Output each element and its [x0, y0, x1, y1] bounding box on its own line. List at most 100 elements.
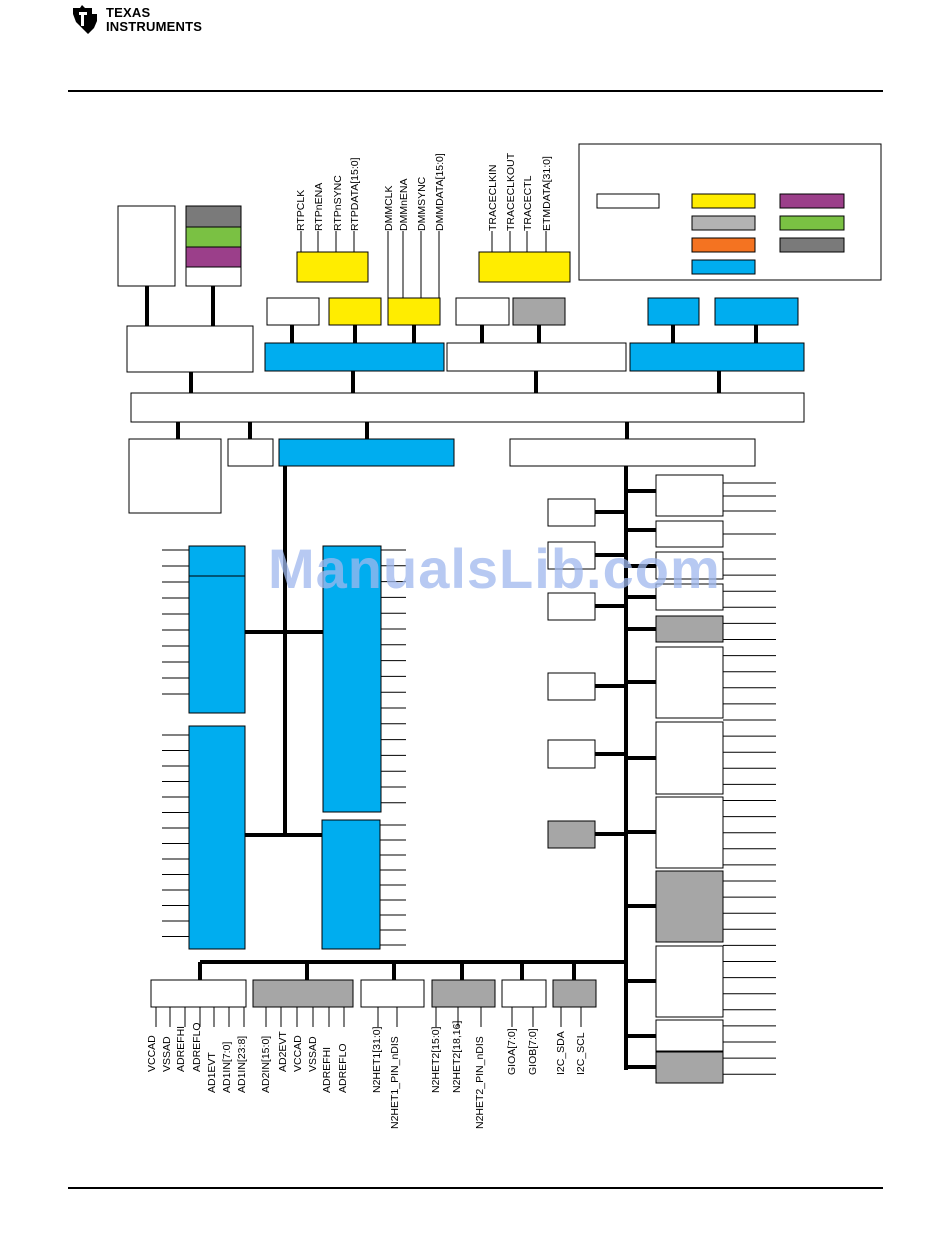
legend-swatch-yellow [691, 193, 756, 209]
rtp-pin-block [296, 251, 369, 283]
watermark: ManualsLib.com [268, 537, 721, 600]
adc1-label-ad1in-7-0: AD1IN[7:0] [221, 1041, 233, 1093]
etm-label-ctl: TRACECTL [522, 175, 534, 231]
memory-stack-gray [185, 205, 242, 228]
bridge-right [629, 342, 805, 372]
adc1-label-ad1evt: AD1EVT [206, 1052, 218, 1093]
i2c-pin-block [552, 979, 597, 1008]
right-block-6 [655, 646, 724, 719]
i2c-label-sda: I2C_SDA [555, 1031, 567, 1075]
ti-logo [70, 4, 230, 40]
right-block-3 [655, 551, 724, 580]
memory-stack-white [185, 266, 242, 287]
het1-pin-block [360, 979, 425, 1008]
legend-swatch-white [596, 193, 660, 209]
adc2-label-ad2in: AD2IN[15:0] [260, 1035, 272, 1093]
peripheral-bus-bridge [509, 438, 756, 467]
small-block [227, 438, 274, 467]
het2-label-18-16: N2HET2[18,16] [451, 1020, 463, 1093]
gio-label-b: GIOB[7:0] [527, 1028, 539, 1075]
dmm-block [387, 297, 441, 326]
adc1-label-adrefhi: ADREFHI [175, 1025, 187, 1072]
dmm-label-data: DMMDATA[15:0] [434, 153, 446, 231]
adc2-block [188, 725, 246, 950]
right-block-8 [655, 796, 724, 869]
right-block-12 [655, 1051, 724, 1084]
legend-box [578, 143, 882, 281]
right-block-7 [655, 721, 724, 795]
brand-name: TEXAS INSTRUMENTS [106, 6, 202, 34]
etm-label-clkout: TRACECLKOUT [505, 152, 517, 231]
adc1-label-adreflo: ADREFLO [191, 1022, 203, 1072]
footer-rule [68, 1187, 883, 1189]
brand-line-1: TEXAS [106, 5, 151, 20]
adc2-label-vccad: VCCAD [292, 1035, 304, 1072]
adc1-label-vccad: VCCAD [146, 1035, 158, 1072]
rtp-label-clk: RTPCLK [295, 189, 307, 231]
peripheral-block-2 [455, 297, 510, 326]
legend-swatch-dark-gray [779, 237, 845, 253]
het2-pin-block [431, 979, 496, 1008]
mid-block-5 [547, 739, 596, 769]
adc2-label-adrefhi: ADREFHI [321, 1046, 333, 1093]
legend-swatch-orange [691, 237, 756, 253]
etm-label-data: ETMDATA[31:0] [541, 156, 553, 231]
dmm-label-clk: DMMCLK [383, 185, 395, 231]
peripheral-block-1 [266, 297, 320, 326]
i2c-label-scl: I2C_SCL [575, 1032, 587, 1075]
memory-stack-purple [185, 246, 242, 268]
ram-block [128, 438, 222, 514]
right-block-1 [655, 474, 724, 517]
adc1-block-top [188, 545, 246, 577]
mid-block-3 [547, 592, 596, 621]
adc2-label-vssad: VSSAD [307, 1036, 319, 1072]
etm-block [512, 297, 566, 326]
dmm-label-nena: DMMnENA [398, 178, 410, 231]
adc1-block [188, 575, 246, 714]
legend-swatch-blue [691, 259, 756, 275]
rtp-label-nsync: RTPnSYNC [332, 175, 344, 231]
adc2-pin-block [252, 979, 354, 1008]
peripheral-block-3 [647, 297, 700, 326]
etm-pin-block [478, 251, 571, 283]
gio-label-a: GIOA[7:0] [506, 1028, 518, 1075]
het2-label-pins: N2HET2[15:0] [430, 1026, 442, 1093]
right-block-11 [655, 1019, 724, 1052]
rtp-block [328, 297, 382, 326]
bridge-left [264, 342, 445, 372]
adc1-label-ad1in-23-8: AD1IN[23:8] [236, 1035, 248, 1093]
het2-label-ndis: N2HET2_PIN_nDIS [474, 1036, 486, 1129]
gio-pin-block [501, 979, 547, 1008]
het1-block [322, 545, 382, 813]
signal-lines [155, 231, 776, 1075]
mid-block-6 [547, 820, 596, 849]
bridge-middle [446, 342, 627, 372]
main-interconnect [130, 392, 805, 423]
header-rule [68, 90, 883, 92]
right-block-5 [655, 615, 724, 643]
legend-swatch-purple [779, 193, 845, 209]
rtp-label-nena: RTPnENA [313, 182, 325, 231]
memory-stack-green [185, 226, 242, 248]
etm-label-clkin: TRACECLKIN [487, 164, 499, 231]
right-block-2 [655, 520, 724, 548]
adc2-label-adreflo: ADREFLO [337, 1043, 349, 1093]
het1-label-ndis: N2HET1_PIN_nDIS [389, 1036, 401, 1129]
brand-line-2: INSTRUMENTS [106, 19, 203, 34]
adc1-label-vssad: VSSAD [161, 1036, 173, 1072]
adc1-pin-block [150, 979, 247, 1008]
adc2-label-ad2evt: AD2EVT [277, 1031, 289, 1072]
mid-block-1 [547, 498, 596, 527]
legend-swatch-gray [691, 215, 756, 231]
right-block-4 [655, 583, 724, 611]
peripheral-block-4 [714, 297, 799, 326]
right-block-10 [655, 945, 724, 1018]
het1-label-pins: N2HET1[31:0] [371, 1026, 383, 1093]
right-block-9 [655, 870, 724, 943]
dmm-label-sync: DMMSYNC [416, 176, 428, 231]
peripheral-bridge-blue [278, 438, 455, 467]
cpu-block [117, 205, 176, 287]
het2-block [321, 819, 381, 950]
rtp-label-data: RTPDATA[15:0] [349, 157, 361, 231]
